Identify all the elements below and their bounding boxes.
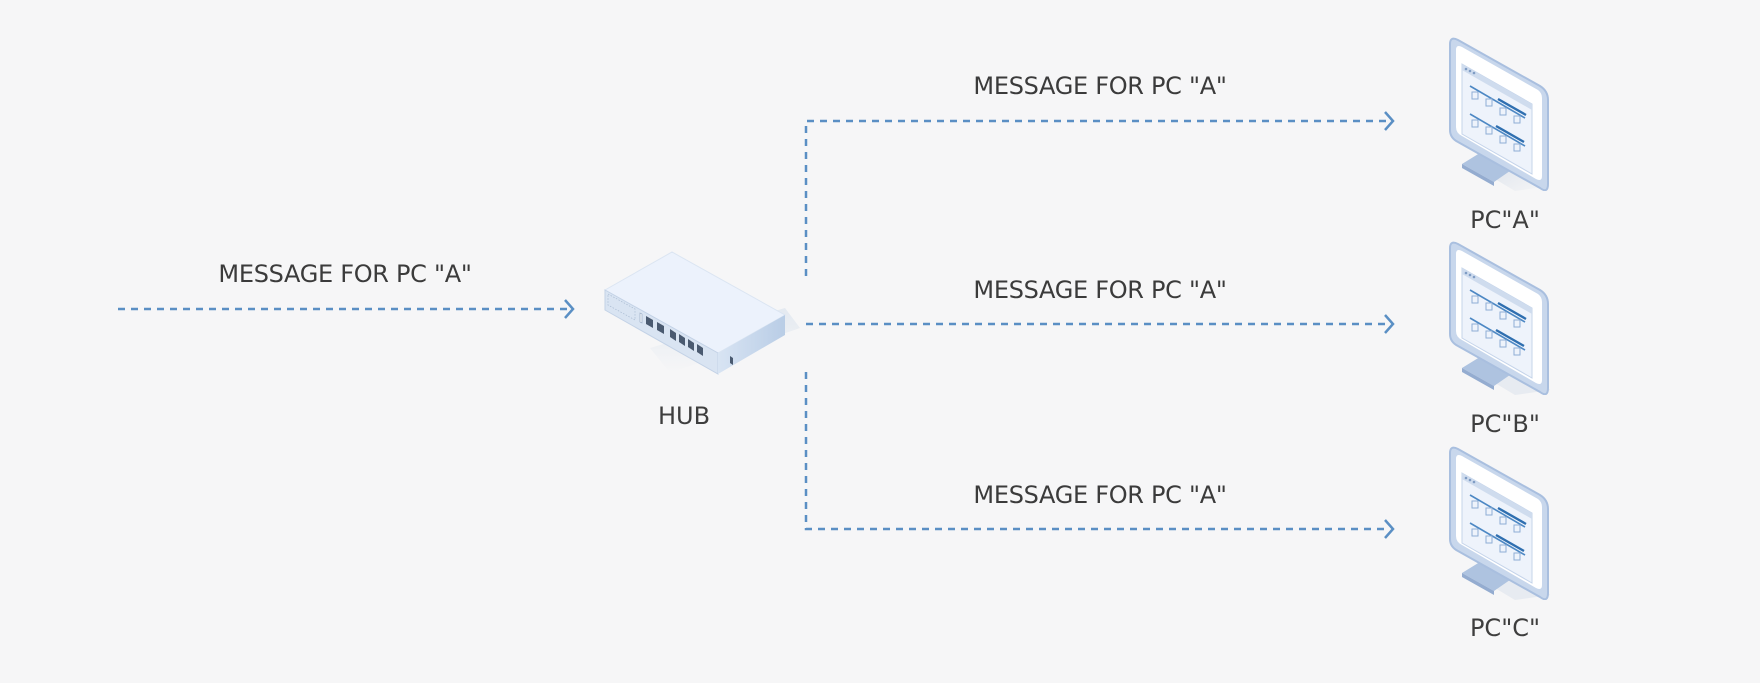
- branch-line-pc-a: [804, 119, 1390, 276]
- message-label-pc-c: MESSAGE FOR PC "A": [973, 481, 1227, 509]
- arrowhead-icon: [1384, 314, 1395, 334]
- monitor-icon: [1449, 446, 1550, 600]
- pc-b-label: PC"B": [1470, 410, 1540, 438]
- arrowhead-icon: [564, 299, 575, 319]
- message-label-pc-b: MESSAGE FOR PC "A": [973, 276, 1227, 304]
- monitor-icon: [1449, 37, 1550, 191]
- monitor-icon: [1449, 241, 1550, 395]
- branch-line-pc-c: [804, 372, 1390, 531]
- hub-label: HUB: [657, 402, 711, 430]
- network-hub-icon: [603, 251, 800, 375]
- message-label-pc-a: MESSAGE FOR PC "A": [973, 72, 1227, 100]
- incoming-message-label: MESSAGE FOR PC "A": [218, 260, 472, 288]
- arrowhead-icon: [1384, 111, 1395, 131]
- arrowhead-icon: [1384, 519, 1395, 539]
- pc-a-label: PC"A": [1470, 206, 1540, 234]
- pc-c-label: PC"C": [1469, 614, 1541, 642]
